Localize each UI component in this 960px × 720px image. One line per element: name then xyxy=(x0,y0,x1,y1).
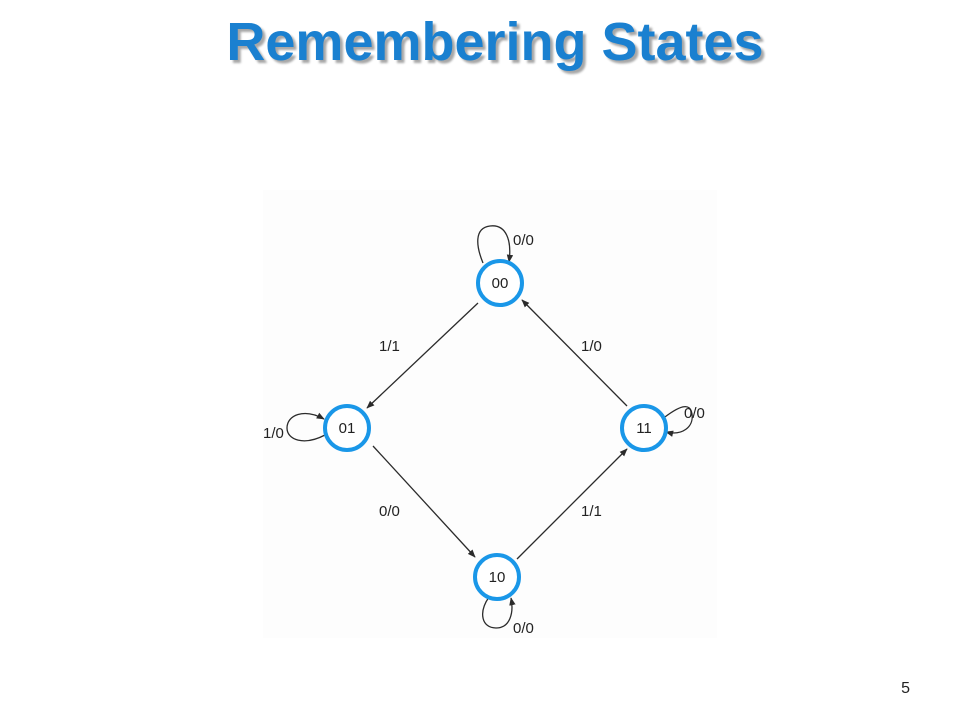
edge-label-00-self: 0/0 xyxy=(513,232,534,249)
state-label: 00 xyxy=(492,275,509,292)
edge-label-01-self: 1/0 xyxy=(263,425,284,442)
state-node-01: 01 xyxy=(323,404,371,452)
state-label: 10 xyxy=(489,569,506,586)
edge-00-to-01 xyxy=(366,302,479,409)
edge-label-00-to-01: 1/1 xyxy=(379,338,400,355)
page-number: 5 xyxy=(901,680,910,697)
edge-label-01-to-10: 0/0 xyxy=(379,503,400,520)
state-node-11: 11 xyxy=(620,404,668,452)
self-loop-01 xyxy=(286,412,326,442)
edge-label-11-to-00: 1/0 xyxy=(581,338,602,355)
state-label: 11 xyxy=(636,420,652,437)
edge-10-to-11 xyxy=(516,448,628,560)
edge-label-10-to-11: 1/1 xyxy=(581,503,602,520)
edge-01-to-10 xyxy=(372,445,476,558)
self-loop-11 xyxy=(660,406,693,437)
edge-label-11-self: 0/0 xyxy=(684,405,705,422)
slide-title: Remembering States xyxy=(226,12,764,72)
self-loop-10 xyxy=(482,596,516,629)
state-node-10: 10 xyxy=(473,553,521,601)
self-loop-00 xyxy=(477,225,514,264)
state-label: 01 xyxy=(339,420,356,437)
edge-label-10-self: 0/0 xyxy=(513,620,534,637)
edge-11-to-00 xyxy=(521,299,628,407)
state-node-00: 00 xyxy=(476,259,524,307)
